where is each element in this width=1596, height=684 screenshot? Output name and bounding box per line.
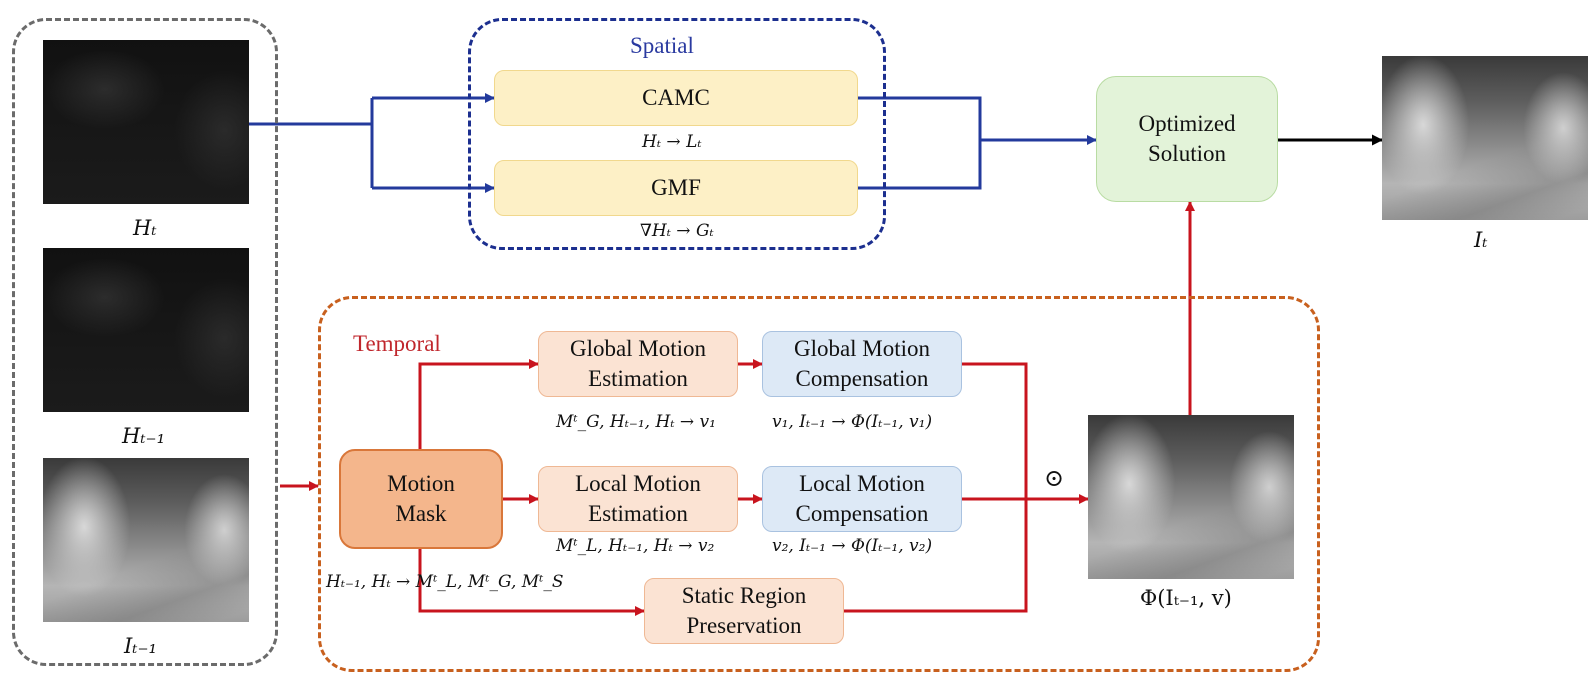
temporal-merge-line — [844, 362, 1028, 613]
global-motion-estimation-box: Global Motion Estimation — [538, 331, 738, 397]
optimized-solution-box: Optimized Solution — [1096, 76, 1278, 202]
global-motion-compensation-box: Global Motion Compensation — [762, 331, 962, 397]
spatial-flow-lines — [249, 93, 1097, 193]
optimized-solution-label: Optimized Solution — [1138, 111, 1236, 166]
motion-mask-box: Motion Mask — [339, 449, 503, 549]
mask-formula: Hₜ₋₁, Hₜ → Mᵗ_L, Mᵗ_G, Mᵗ_S — [326, 572, 564, 592]
frame-h-t-minus-1-image — [43, 248, 249, 412]
label-h-t-minus-1: Hₜ₋₁ — [122, 424, 165, 448]
spatial-group-title: Spatial — [630, 33, 694, 58]
label-i-t: Iₜ — [1474, 228, 1488, 252]
output-frame-i-t-image — [1382, 56, 1588, 220]
frame-i-t-minus-1-image — [43, 458, 249, 622]
spatial-group — [468, 18, 886, 250]
gmf-box: GMF — [494, 160, 858, 216]
local-motion-compensation-label: Local Motion Compensation — [795, 471, 929, 526]
input-group — [12, 18, 278, 666]
camc-box: CAMC — [494, 70, 858, 126]
gmc-formula: v₁, Iₜ₋₁ → Φ(Iₜ₋₁, v₁) — [772, 412, 933, 432]
lmc-formula: v₂, Iₜ₋₁ → Φ(Iₜ₋₁, v₂) — [772, 536, 933, 556]
local-motion-estimation-box: Local Motion Estimation — [538, 466, 738, 532]
static-region-preservation-box: Static Region Preservation — [644, 578, 844, 644]
local-motion-compensation-box: Local Motion Compensation — [762, 466, 962, 532]
arrow-mask-to-srp — [418, 549, 645, 616]
warped-frame-phi-image — [1088, 415, 1294, 579]
lme-formula: Mᵗ_L, Hₜ₋₁, Hₜ → v₂ — [556, 536, 715, 556]
spatial-merge-line — [858, 96, 982, 190]
label-phi-output: Φ(Iₜ₋₁, v) — [1140, 586, 1232, 610]
gmf-formula: ∇Hₜ → Gₜ — [640, 221, 714, 241]
temporal-group-title: Temporal — [353, 331, 441, 356]
global-motion-estimation-label: Global Motion Estimation — [569, 336, 707, 391]
gme-formula: Mᵗ_G, Hₜ₋₁, Hₜ → v₁ — [556, 412, 716, 432]
label-i-t-minus-1: Iₜ₋₁ — [124, 634, 157, 658]
local-motion-estimation-label: Local Motion Estimation — [575, 471, 701, 526]
arrow-mask-to-gme — [418, 359, 539, 449]
frame-h-t-image — [43, 40, 249, 204]
static-region-preservation-label: Static Region Preservation — [681, 583, 807, 638]
camc-formula: Hₜ → Lₜ — [642, 132, 702, 152]
temporal-flow-lines — [280, 201, 1195, 616]
global-motion-compensation-label: Global Motion Compensation — [793, 336, 931, 391]
hadamard-product-symbol: ⊙ — [1044, 464, 1065, 492]
temporal-group — [318, 296, 1320, 672]
motion-mask-label: Motion Mask — [387, 471, 455, 526]
label-h-t: Hₜ — [133, 216, 157, 240]
